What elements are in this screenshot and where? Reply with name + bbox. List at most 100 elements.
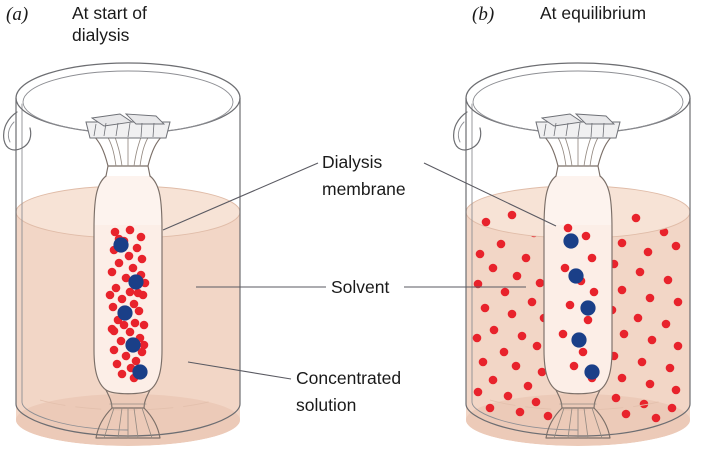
solute-molecule: [565, 300, 575, 310]
macromolecule: [568, 268, 584, 284]
bag-b-clip: [535, 113, 621, 139]
solute-molecule: [131, 356, 141, 366]
solute-molecule: [665, 363, 675, 373]
solute-molecule: [109, 326, 119, 336]
solute-molecule: [496, 239, 506, 249]
solute-molecule: [643, 247, 653, 257]
solute-molecule: [512, 271, 522, 281]
callout-dialysis-membrane-line1: Dialysis: [322, 152, 383, 172]
panel-a-title-line2: dialysis: [72, 25, 130, 45]
solute-molecule: [511, 361, 521, 371]
solute-molecule: [558, 329, 568, 339]
solute-molecule: [119, 320, 129, 330]
solute-molecule: [560, 263, 570, 273]
solute-molecule: [473, 387, 483, 397]
solute-molecule: [499, 347, 509, 357]
solute-molecule: [125, 287, 135, 297]
solute-molecule: [639, 399, 649, 409]
callout-dialysis-membrane-line2: membrane: [322, 179, 406, 199]
beaker-a-spout-inner: [7, 121, 15, 143]
solute-molecule: [134, 306, 144, 316]
solute-molecule: [110, 227, 120, 237]
solute-molecule: [121, 351, 131, 361]
solute-molecule: [537, 367, 547, 377]
solute-molecule: [488, 375, 498, 385]
solute-molecule: [651, 413, 661, 423]
solute-molecule: [500, 287, 510, 297]
beaker-b-spout: [453, 111, 482, 151]
solute-molecule: [645, 379, 655, 389]
beaker-a-spout: [3, 111, 32, 151]
solute-molecule: [507, 309, 517, 319]
solute-molecule: [563, 223, 573, 233]
solute-molecule: [480, 303, 490, 313]
bag-a-tail-pleats: [103, 407, 153, 439]
bag-b-outline: [543, 175, 613, 395]
solute-molecule: [621, 409, 631, 419]
leader-membrane-right: [423, 162, 557, 227]
solute-molecule: [647, 335, 657, 345]
solute-molecule: [111, 283, 121, 293]
solute-molecule: [611, 393, 621, 403]
bag-a-outline: [93, 175, 163, 395]
solute-molecule: [645, 293, 655, 303]
panel-a-title-line1: At start of: [72, 3, 147, 23]
bag-a-tail: [95, 407, 161, 439]
macromolecule: [580, 300, 596, 316]
solute-molecule: [619, 329, 629, 339]
solute-molecule: [617, 373, 627, 383]
solute-molecule: [117, 294, 127, 304]
dialysis-bag-b: [535, 113, 621, 439]
macromolecule: [128, 274, 144, 290]
macromolecule: [571, 332, 587, 348]
solute-molecule: [139, 340, 149, 350]
solute-molecule: [569, 361, 579, 371]
solute-molecule: [107, 267, 117, 277]
beaker-b-spout-inner: [457, 121, 465, 143]
solute-molecule: [532, 341, 542, 351]
bag-b-tail-pleats: [553, 407, 603, 439]
panel-b-letter: (b): [472, 4, 494, 25]
solute-molecule: [583, 315, 593, 325]
leader-concentrated-solution: [187, 361, 292, 380]
solute-molecule: [589, 287, 599, 297]
macromolecule: [584, 364, 600, 380]
solute-molecule: [136, 232, 146, 242]
solute-molecule: [128, 263, 138, 273]
solute-molecule: [473, 279, 483, 289]
bag-b-tie-neck: [555, 389, 601, 409]
solute-molecule: [661, 319, 671, 329]
bag-b-macromolecules: [563, 233, 600, 380]
solute-molecule: [631, 213, 641, 223]
solute-molecule: [581, 231, 591, 241]
solute-molecule: [112, 359, 122, 369]
solute-molecule: [543, 411, 553, 421]
macromolecule: [125, 337, 141, 353]
solute-molecule: [507, 210, 517, 220]
bag-a-tie-neck: [105, 389, 151, 409]
solute-molecule: [114, 258, 124, 268]
dialysis-bag-a: [85, 113, 171, 439]
bag-a-gather-pleats: [105, 133, 151, 167]
solute-molecule: [523, 381, 533, 391]
bag-b-contents: [544, 223, 612, 394]
solute-molecule: [481, 217, 491, 227]
solute-molecule: [137, 347, 147, 357]
solute-molecule: [578, 347, 588, 357]
solute-molecule: [475, 249, 485, 259]
solute-molecule: [667, 403, 677, 413]
solute-molecule: [515, 407, 525, 417]
callouts: Dialysis membrane Solvent Concentrated s…: [162, 152, 557, 415]
solute-molecule: [124, 251, 134, 261]
solute-molecule: [133, 288, 143, 298]
solute-molecule: [671, 385, 681, 395]
solute-molecule: [503, 391, 513, 401]
bag-a-contents: [94, 225, 162, 394]
solute-molecule: [105, 290, 115, 300]
macromolecule: [563, 233, 579, 249]
solute-molecule: [535, 278, 545, 288]
solute-molecule: [673, 297, 683, 307]
solute-molecule: [121, 273, 131, 283]
callout-solvent-label: Solvent: [331, 277, 390, 297]
macromolecule: [132, 364, 148, 380]
